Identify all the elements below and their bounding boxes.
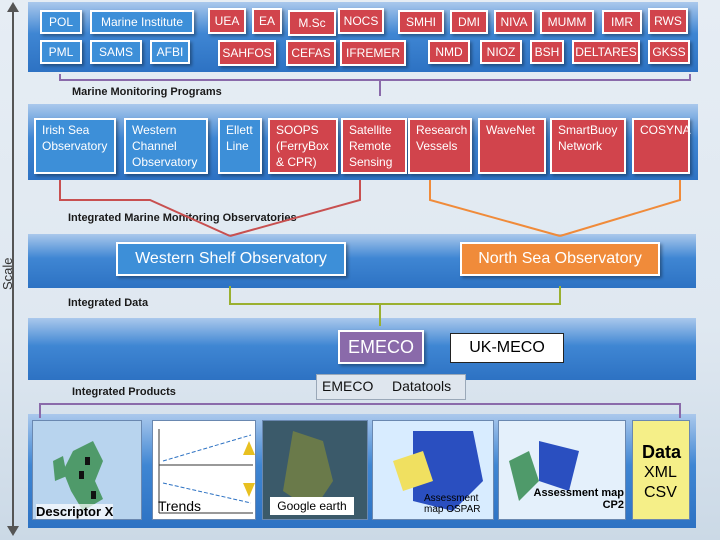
product-descriptor-label: Descriptor X	[36, 504, 114, 519]
product-ospar-map	[372, 420, 494, 520]
inst-rws: RWS	[648, 8, 688, 34]
product-data-title: Data	[642, 442, 682, 462]
product-google-earth-label: Google earth	[270, 497, 354, 515]
product-ospar-label: Assessment map OSPAR	[424, 493, 481, 515]
inst-niva: NIVA	[494, 10, 534, 34]
product-data-formats	[632, 420, 690, 520]
programs-label: Marine Monitoring Programs	[72, 86, 222, 98]
program-research-vessels: Research Vessels	[408, 118, 472, 174]
west-arrow	[59, 180, 361, 237]
inst-bsh: BSH	[530, 40, 564, 64]
data-label: Integrated Data	[68, 297, 149, 309]
google-earth-graphic	[283, 431, 333, 511]
inst-uea: UEA	[208, 8, 246, 34]
inst-msc: M.Sc	[288, 10, 336, 36]
observatory-north-sea: North Sea Observatory	[460, 242, 660, 276]
inst-ifremer: IFREMER	[340, 40, 406, 66]
programs-arrow	[59, 74, 691, 96]
inst-afbi: AFBI	[150, 40, 190, 64]
product-trends-chart	[152, 420, 256, 520]
program-cosyna: COSYNA	[632, 118, 691, 174]
inst-nioz: NIOZ	[480, 40, 522, 64]
datatools-label: Datatools	[392, 378, 452, 394]
inst-dmi: DMI	[450, 10, 488, 34]
north-arrow	[429, 180, 681, 237]
product-descriptor-map	[32, 420, 142, 520]
inst-nocs: NOCS	[338, 8, 384, 34]
program-wavenet: WaveNet	[478, 118, 546, 174]
inst-marine-institute: Marine Institute	[90, 10, 194, 34]
descriptor-map-graphic	[53, 441, 103, 511]
scale-axis	[12, 8, 14, 528]
datatools-emeco: EMECO	[322, 378, 374, 394]
inst-ea: EA	[252, 8, 282, 34]
inst-nmd: NMD	[428, 40, 470, 64]
inst-sahfos: SAHFOS	[218, 40, 276, 66]
inst-deltares: DELTARES	[572, 40, 640, 64]
product-cp2-map	[498, 420, 626, 520]
trends-graphic	[158, 429, 255, 514]
program-western-channel: Western Channel Observatory	[124, 118, 208, 174]
ospar-map-graphic	[393, 431, 483, 511]
scale-arrow-down-icon	[7, 526, 19, 536]
products-arrow	[39, 403, 681, 418]
product-cp2-label: Assessment map CP2	[533, 487, 625, 511]
inst-gkss: GKSS	[648, 40, 690, 64]
product-data-csv: CSV	[644, 484, 677, 501]
product-trends-label: Trends	[158, 498, 202, 514]
emeco-box: EMECO	[338, 330, 424, 364]
data-arrow	[229, 286, 561, 326]
product-data-xml: XML	[644, 464, 677, 481]
program-smartbuoy: SmartBuoy Network	[550, 118, 626, 174]
observatories-label: Integrated Marine Monitoring Observatori…	[68, 212, 297, 224]
observatory-western-shelf: Western Shelf Observatory	[116, 242, 346, 276]
program-irish-sea: Irish Sea Observatory	[34, 118, 116, 174]
inst-imr: IMR	[602, 10, 642, 34]
inst-cefas: CEFAS	[286, 40, 336, 66]
inst-mumm: MUMM	[540, 10, 594, 34]
program-satellite: Satellite Remote Sensing	[341, 118, 407, 174]
cp2-map-graphic	[509, 441, 579, 501]
inst-smhi: SMHI	[398, 10, 444, 34]
products-label: Integrated Products	[72, 386, 176, 398]
program-soops: SOOPS (FerryBox & CPR)	[268, 118, 338, 174]
inst-pml: PML	[40, 40, 82, 64]
inst-sams: SAMS	[90, 40, 142, 64]
ukmeco-box: UK-MECO	[450, 333, 564, 363]
program-ellett-line: Ellett Line	[218, 118, 262, 174]
inst-pol: POL	[40, 10, 82, 34]
datatools-bar	[316, 374, 466, 400]
scale-arrow-up-icon	[7, 2, 19, 12]
